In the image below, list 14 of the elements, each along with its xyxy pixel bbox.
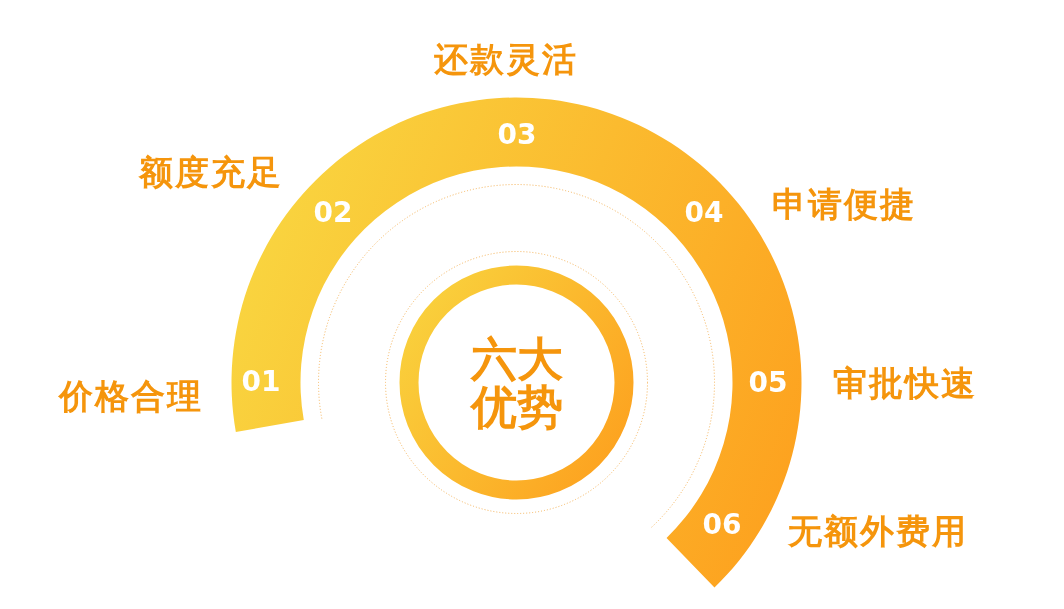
advantage-label: 还款灵活 xyxy=(434,42,578,76)
step-number: 04 xyxy=(684,199,724,227)
step-number: 02 xyxy=(313,199,353,227)
advantage-label: 价格合理 xyxy=(59,379,203,413)
advantage-label: 无额外费用 xyxy=(788,514,968,548)
step-number: 03 xyxy=(497,121,537,149)
center-title: 六大优势 xyxy=(469,334,564,431)
advantage-label: 额度充足 xyxy=(139,155,283,189)
advantage-label: 审批快速 xyxy=(833,366,977,400)
step-number: 05 xyxy=(748,369,788,397)
advantage-label: 申请便捷 xyxy=(772,187,916,221)
step-number: 01 xyxy=(241,368,281,396)
center-ring xyxy=(399,265,634,500)
step-number: 06 xyxy=(702,511,742,539)
